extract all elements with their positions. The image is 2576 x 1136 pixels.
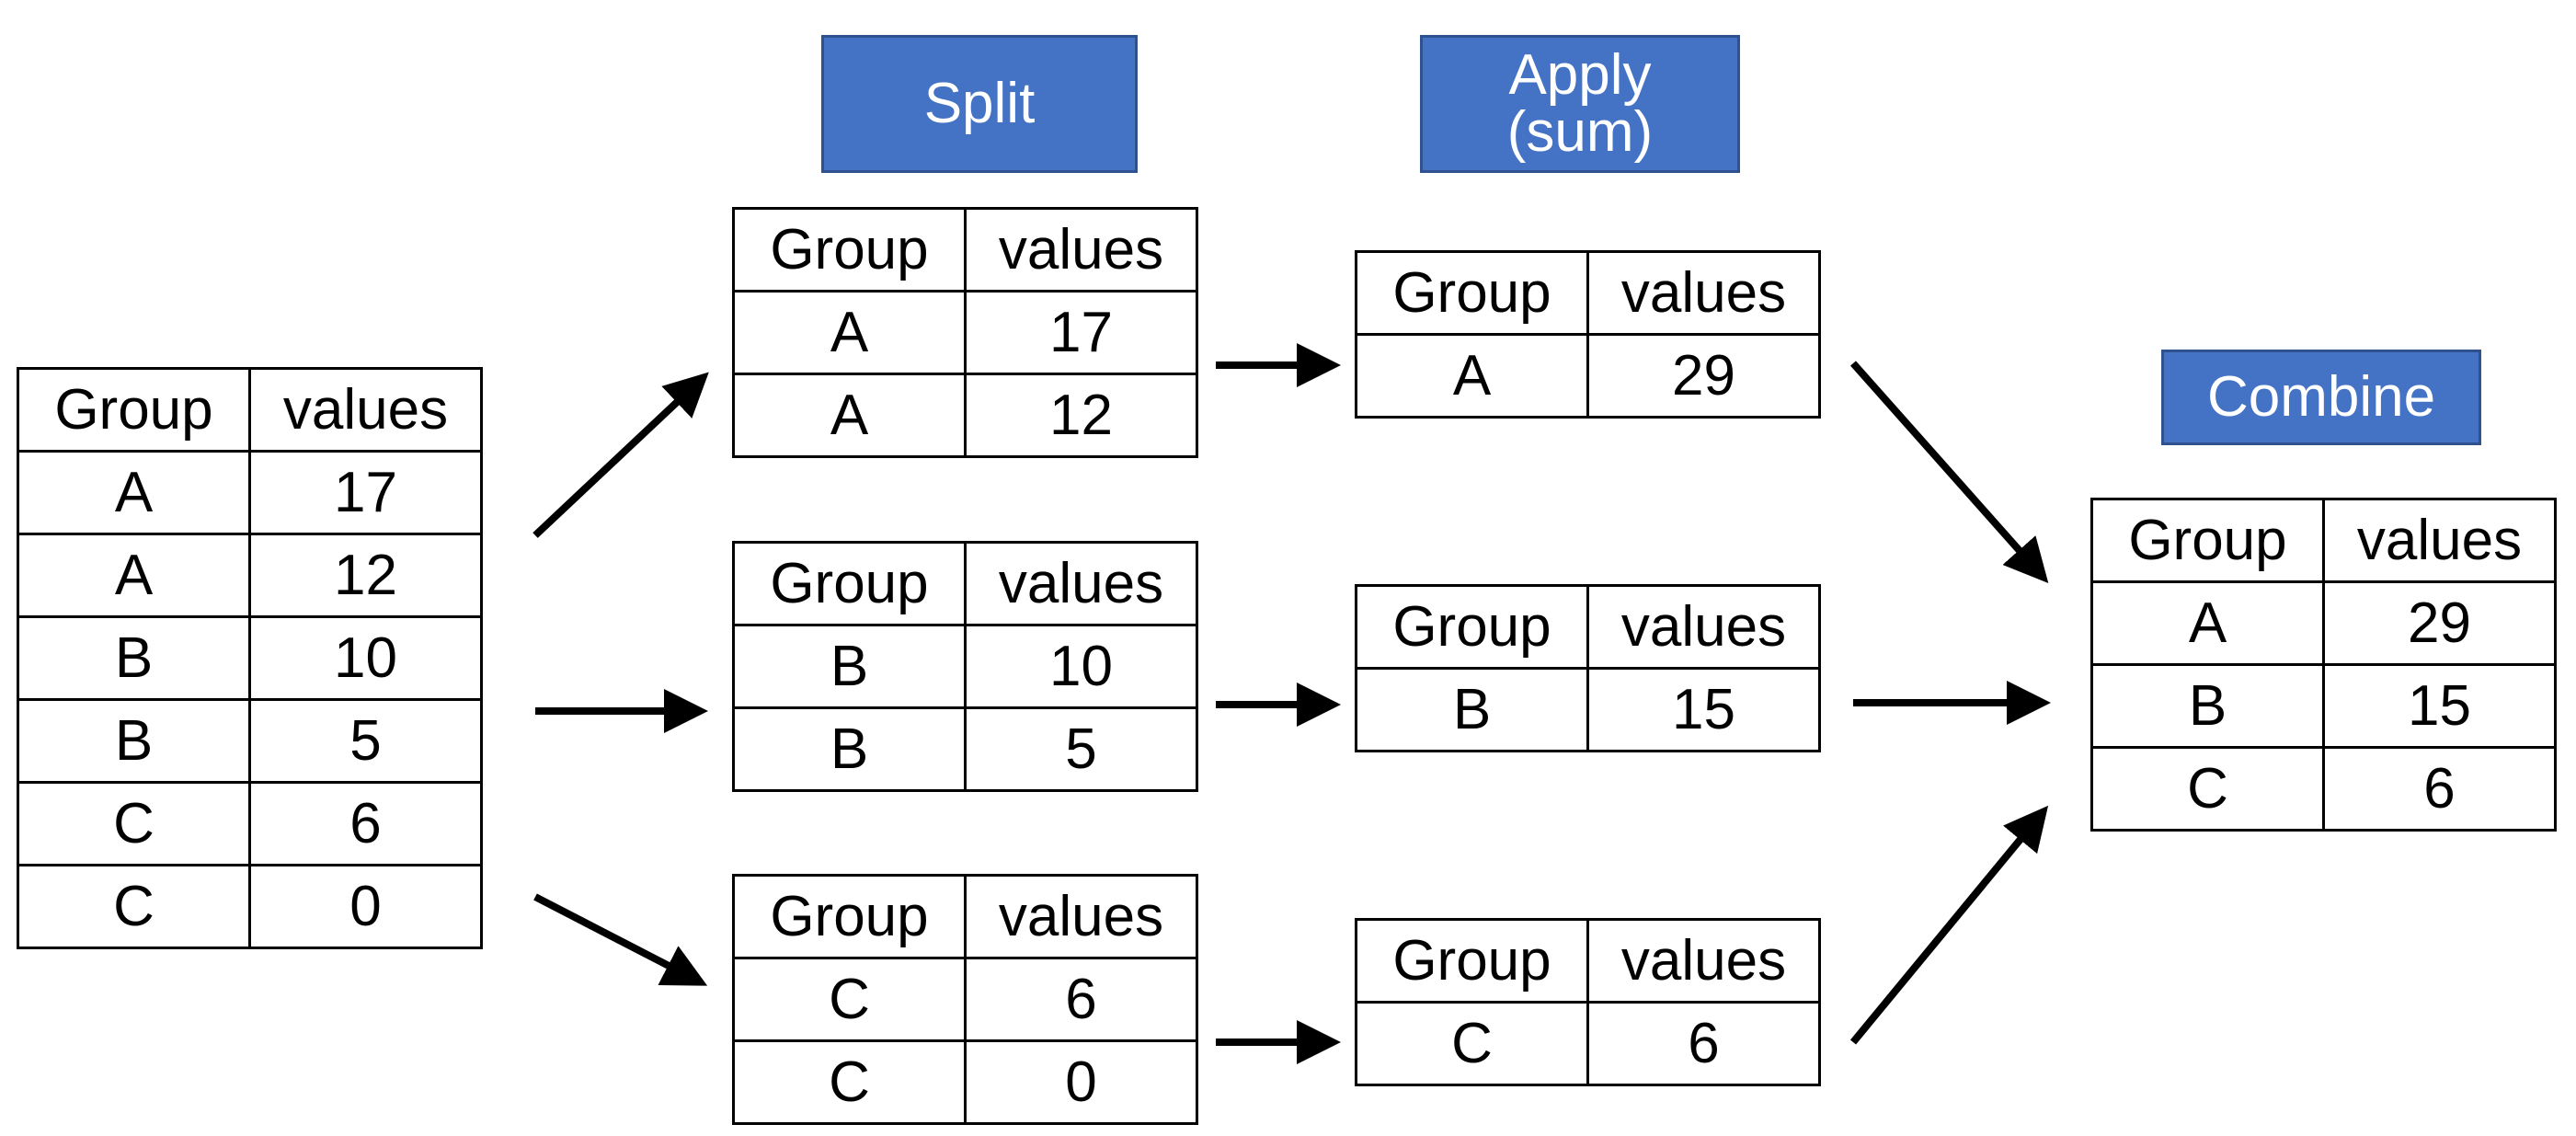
group-header: Group	[17, 367, 251, 453]
apply-label-line1: Apply	[1508, 43, 1652, 107]
group-header: Group	[1355, 584, 1589, 670]
value-cell: 29	[1586, 333, 1821, 419]
group-cell: B	[732, 624, 967, 709]
apply-label: Apply (sum)	[1420, 35, 1740, 173]
split-label: Split	[821, 35, 1138, 173]
value-cell: 6	[1586, 1001, 1821, 1086]
group-cell: A	[17, 533, 251, 618]
split-label-text: Split	[923, 72, 1036, 135]
arrow-source-to-split-c	[533, 893, 708, 986]
value-cell: 0	[248, 864, 483, 949]
group-cell: C	[17, 781, 251, 866]
group-cell: C	[1355, 1001, 1589, 1086]
values-header: values	[964, 874, 1198, 959]
group-cell: A	[732, 290, 967, 375]
values-header: values	[1586, 584, 1821, 670]
value-cell: 12	[964, 373, 1198, 458]
value-cell: 29	[2322, 580, 2557, 666]
value-cell: 10	[248, 615, 483, 701]
group-cell: C	[732, 957, 967, 1042]
combine-label-text: Combine	[2206, 365, 2436, 429]
value-cell: 12	[248, 533, 483, 618]
value-cell: 17	[964, 290, 1198, 375]
arrow-source-to-split-a	[532, 372, 709, 538]
value-cell: 15	[2322, 663, 2557, 749]
group-cell: A	[732, 373, 967, 458]
group-cell: C	[17, 864, 251, 949]
apply-label-line2: (sum)	[1506, 100, 1654, 164]
group-header: Group	[732, 874, 967, 959]
values-header: values	[1586, 250, 1821, 336]
value-cell: 6	[248, 781, 483, 866]
group-header: Group	[732, 541, 967, 626]
group-cell: B	[1355, 667, 1589, 752]
values-header: values	[1586, 918, 1821, 1004]
value-cell: 10	[964, 624, 1198, 709]
group-header: Group	[1355, 250, 1589, 336]
group-cell: A	[1355, 333, 1589, 419]
values-header: values	[964, 541, 1198, 626]
group-cell: C	[2090, 746, 2325, 832]
value-cell: 5	[964, 706, 1198, 792]
group-cell: A	[17, 450, 251, 535]
value-cell: 6	[2322, 746, 2557, 832]
group-header: Group	[2090, 498, 2325, 583]
value-cell: 0	[964, 1039, 1198, 1125]
values-header: values	[248, 367, 483, 453]
value-cell: 6	[964, 957, 1198, 1042]
group-cell: B	[17, 615, 251, 701]
group-cell: A	[2090, 580, 2325, 666]
group-header: Group	[1355, 918, 1589, 1004]
group-cell: B	[732, 706, 967, 792]
group-cell: B	[2090, 663, 2325, 749]
values-header: values	[2322, 498, 2557, 583]
group-header: Group	[732, 207, 967, 293]
group-cell: B	[17, 698, 251, 784]
arrow-apply-c-to-combined	[1849, 805, 2049, 1045]
value-cell: 17	[248, 450, 483, 535]
combine-label: Combine	[2161, 350, 2481, 445]
values-header: values	[964, 207, 1198, 293]
value-cell: 15	[1586, 667, 1821, 752]
value-cell: 5	[248, 698, 483, 784]
arrow-apply-a-to-combined	[1850, 361, 2049, 583]
group-cell: C	[732, 1039, 967, 1125]
